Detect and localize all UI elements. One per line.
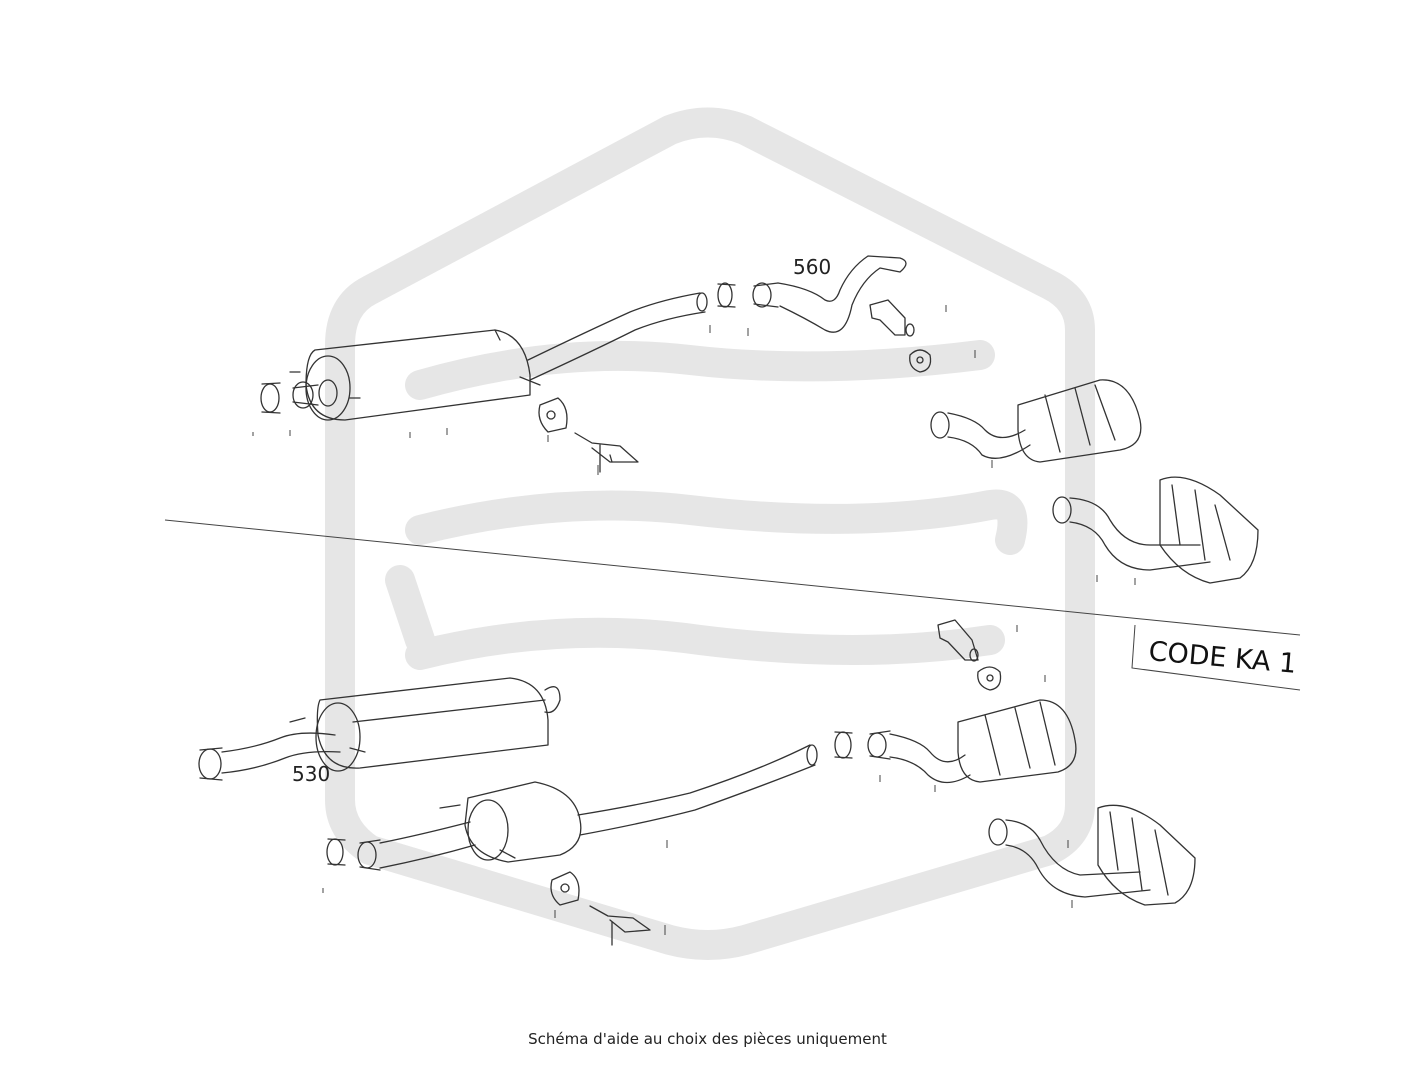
rubber-mount-part bbox=[538, 397, 568, 433]
clamp-part bbox=[834, 731, 853, 759]
caption: Schéma d'aide au choix des pièces unique… bbox=[528, 1030, 887, 1048]
tick-marks bbox=[252, 305, 1136, 935]
bracket-part bbox=[869, 299, 915, 337]
pipe-part bbox=[577, 744, 816, 836]
muffler-part bbox=[439, 781, 582, 863]
pipe-part bbox=[777, 255, 907, 333]
rear-silencer-part bbox=[930, 379, 1142, 463]
pipe-part bbox=[379, 821, 476, 869]
rear-silencer-part bbox=[889, 699, 1077, 784]
rubber-mount-part bbox=[909, 349, 932, 373]
rubber-mount-part bbox=[550, 871, 580, 906]
rear-silencer-part bbox=[1052, 476, 1259, 584]
muffler-part bbox=[289, 677, 561, 772]
part-label-530: 530 bbox=[292, 762, 330, 786]
section-divider-line bbox=[164, 519, 1301, 636]
muffler-part bbox=[289, 329, 531, 421]
bracket-part bbox=[589, 905, 651, 946]
watermark-logo bbox=[325, 107, 1095, 960]
code-box: CODE KA 1 bbox=[1131, 624, 1301, 691]
pipe-part bbox=[527, 292, 706, 381]
clamp-part bbox=[260, 382, 281, 414]
bracket-part bbox=[937, 619, 979, 662]
bracket-part bbox=[574, 432, 639, 473]
flange-part bbox=[752, 282, 779, 308]
rubber-mount-part bbox=[977, 666, 1002, 691]
flange-part bbox=[198, 747, 223, 781]
flange-part bbox=[867, 730, 891, 760]
part-label-560: 560 bbox=[793, 255, 831, 279]
flange-part bbox=[357, 839, 381, 871]
clamp-part bbox=[717, 282, 736, 308]
clamp-part bbox=[326, 838, 346, 866]
lower-exhaust-system: 530 bbox=[198, 619, 1196, 946]
rear-silencer-part bbox=[988, 804, 1196, 906]
upper-exhaust-system: 560 bbox=[260, 255, 1259, 584]
